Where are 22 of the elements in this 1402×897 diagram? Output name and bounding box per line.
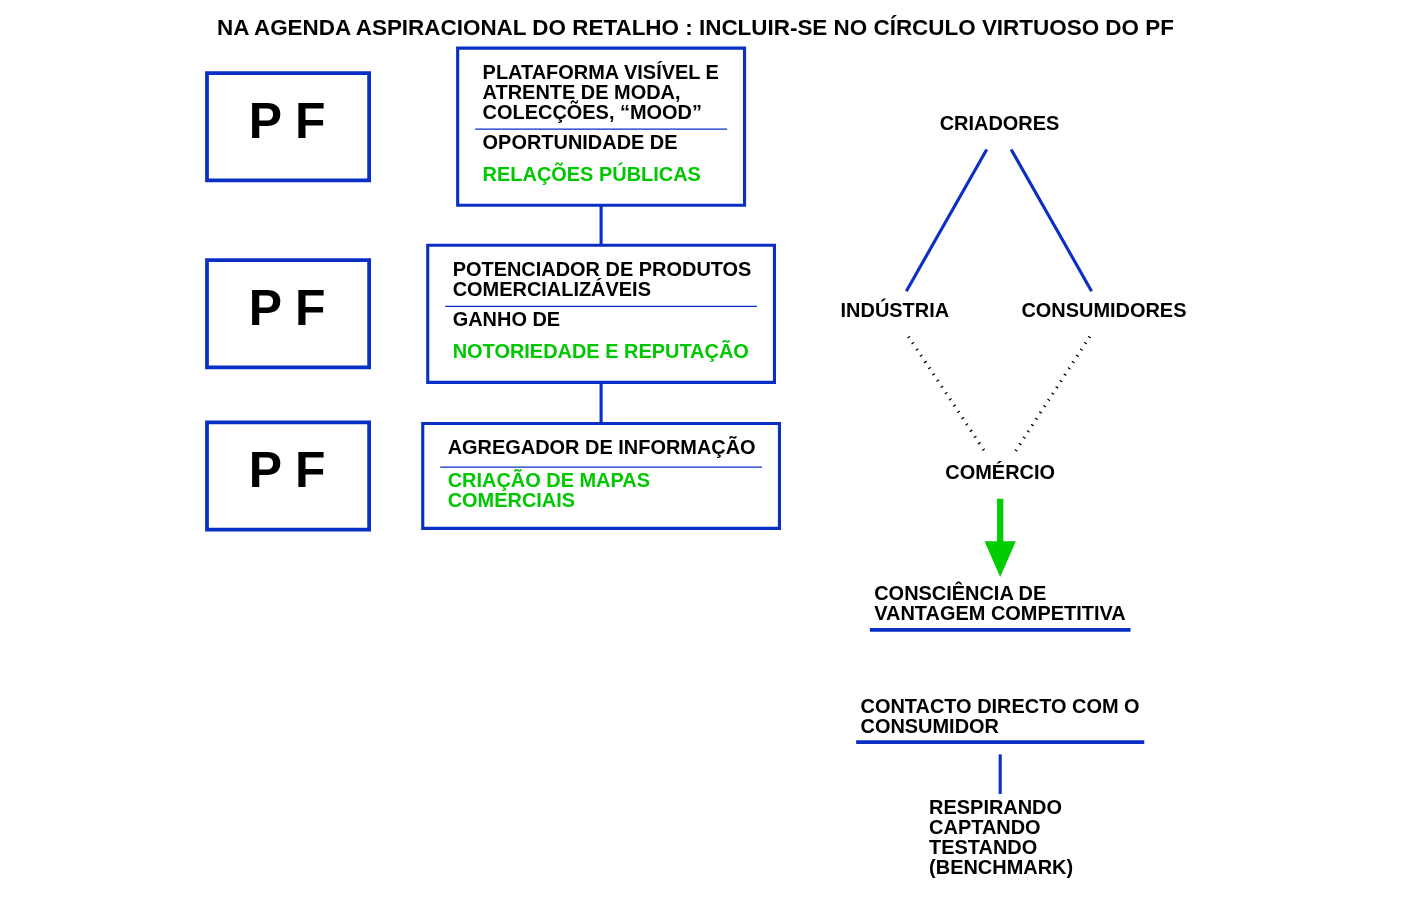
- node-box: P F: [204, 258, 371, 370]
- node-text: INDÚSTRIA: [840, 299, 949, 322]
- arrow: [984, 498, 1016, 578]
- connector: [1012, 335, 1091, 454]
- connector: [904, 148, 988, 292]
- node-box: P F: [204, 420, 371, 532]
- node-box: P F: [204, 71, 371, 183]
- connector: [906, 335, 987, 454]
- connector: [599, 205, 603, 245]
- diagram-title: NA AGENDA ASPIRACIONAL DO RETALHO : INCLUIR-SE NO CÍRCULO VIRTUOSO DO PF: [216, 14, 1174, 40]
- node-text: CONSUMIDORES: [1020, 299, 1186, 322]
- node-text: COMÉRCIO: [944, 461, 1055, 484]
- connector: [1009, 148, 1093, 292]
- node-box: POTENCIADOR DE PRODUTOS COMERCIALIZÁVEIS GANHO DE NOTORIEDADE E REPUTAÇÃO: [425, 243, 776, 384]
- node-text: CRIADORES: [939, 112, 1059, 135]
- node-text: CONTACTO DIRECTO COM O CONSUMIDOR: [860, 694, 1140, 737]
- node-text: RESPIRANDO CAPTANDO TESTANDO (BENCHMARK): [928, 795, 1073, 878]
- connector: [599, 382, 603, 424]
- node-box: PLATAFORMA VISÍVEL E ATRENTE DE MODA, COLECÇÕES, “MOOD” OPORTUNIDADE DE RELAÇÕES PÚBLICAS: [455, 46, 746, 207]
- node-box: AGREGADOR DE INFORMAÇÃO CRIAÇÃO DE MAPAS COMERCIAIS: [420, 422, 781, 530]
- node-text: CONSCIÊNCIA DE VANTAGEM COMPETITIVA: [873, 582, 1126, 625]
- connector: [998, 754, 1002, 794]
